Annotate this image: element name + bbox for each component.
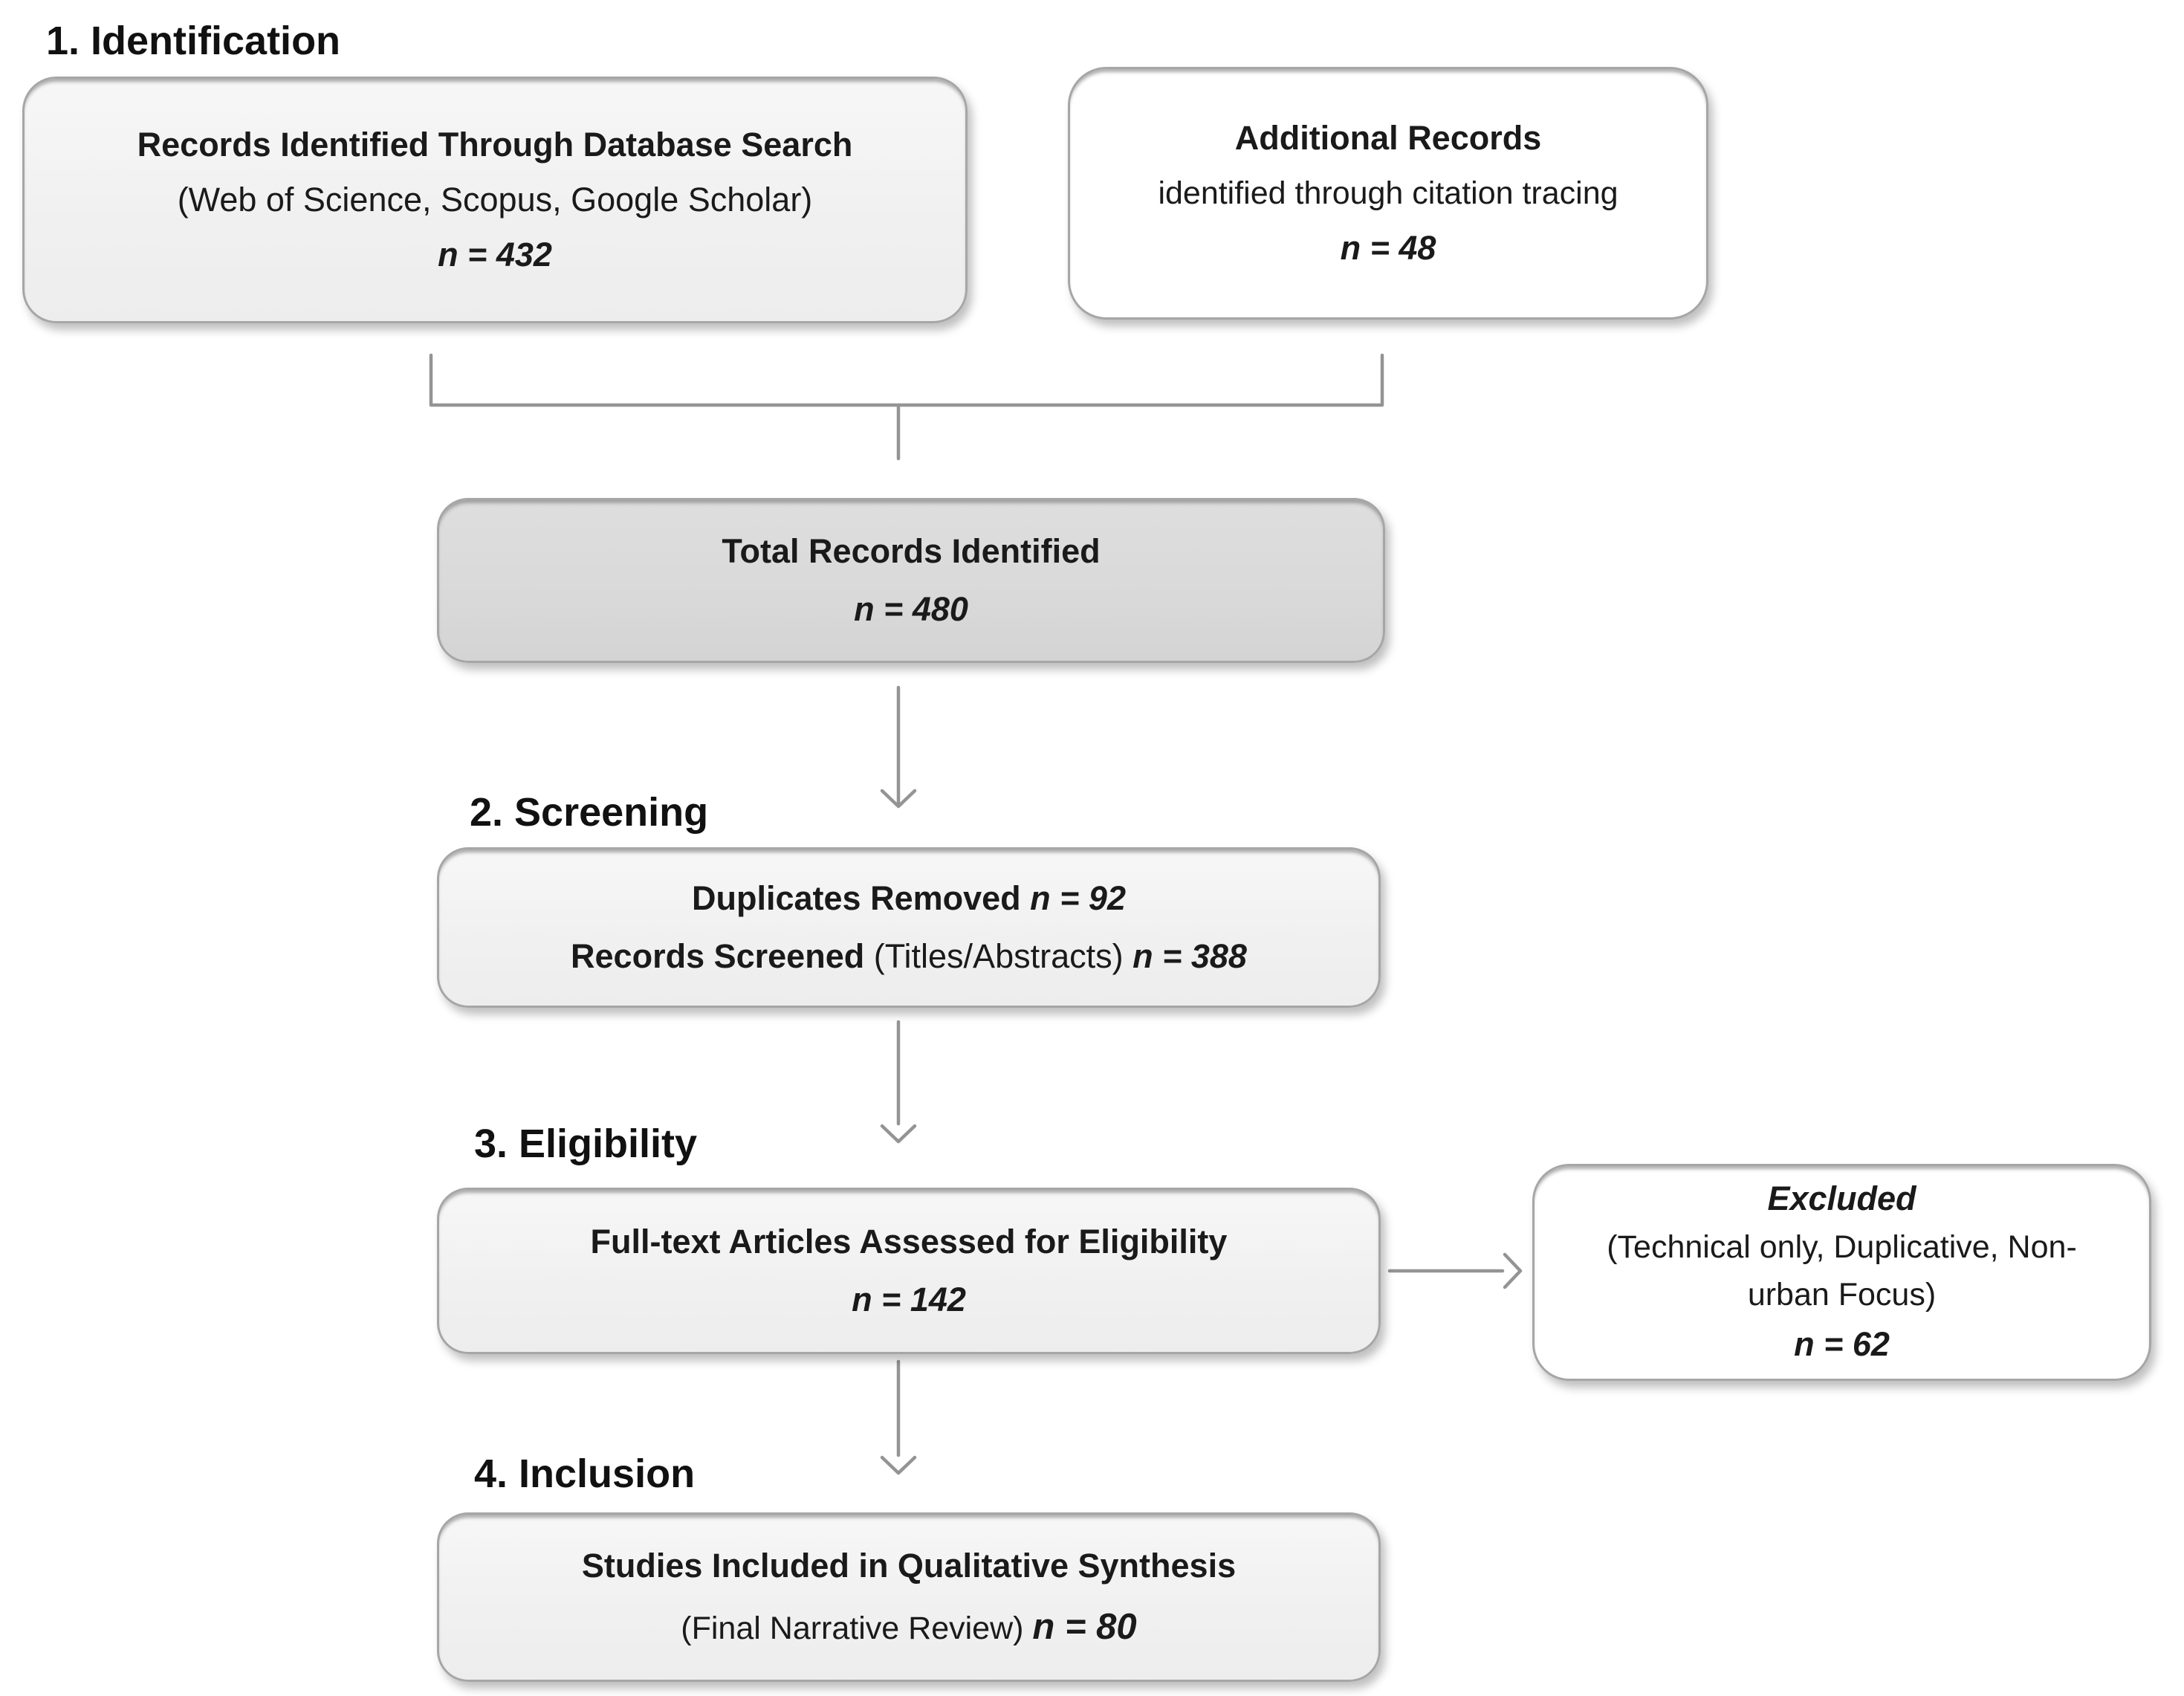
arrowhead-down-icon xyxy=(880,1455,917,1475)
box-database-search-count: n = 432 xyxy=(438,236,552,274)
section-label-inclusion: 4. Inclusion xyxy=(474,1451,696,1496)
screening-records-detail: (Titles/Abstracts) xyxy=(873,937,1133,975)
box-additional-records: Additional Records identified through ci… xyxy=(1068,67,1708,320)
box-inclusion-line2: (Final Narrative Review) n = 80 xyxy=(681,1596,1136,1659)
box-excluded: Excluded (Technical only, Duplicative, N… xyxy=(1532,1164,2151,1381)
box-inclusion: Studies Included in Qualitative Synthesi… xyxy=(437,1512,1381,1682)
section-label-screening: 2. Screening xyxy=(470,790,709,835)
section-label-eligibility: 3. Eligibility xyxy=(474,1122,698,1166)
arrowhead-down-icon xyxy=(880,1124,917,1144)
inclusion-review-label: (Final Narrative Review) xyxy=(681,1611,1033,1646)
screening-records-count: n = 388 xyxy=(1132,937,1247,975)
section-label-identification: 1. Identification xyxy=(46,19,341,63)
box-additional-records-subtitle: identified through citation tracing xyxy=(1158,175,1618,211)
screening-records-label: Records Screened xyxy=(571,937,874,975)
box-database-search: Records Identified Through Database Sear… xyxy=(22,77,968,323)
merge-bracket-connector xyxy=(429,353,1384,407)
box-total-records: Total Records Identified n = 480 xyxy=(437,498,1385,663)
box-eligibility-title: Full-text Articles Assessed for Eligibil… xyxy=(590,1223,1228,1260)
box-excluded-subtitle: (Technical only, Duplicative, Non-urban … xyxy=(1607,1229,2077,1313)
box-eligibility: Full-text Articles Assessed for Eligibil… xyxy=(437,1188,1381,1354)
screening-duplicates-label: Duplicates Removed xyxy=(692,879,1031,917)
arrowhead-right-icon xyxy=(1503,1252,1523,1289)
screening-duplicates-count: n = 92 xyxy=(1030,879,1126,917)
inclusion-count: n = 80 xyxy=(1032,1607,1137,1647)
box-additional-records-count: n = 48 xyxy=(1340,229,1436,267)
box-additional-records-title: Additional Records xyxy=(1234,119,1542,157)
box-inclusion-title: Studies Included in Qualitative Synthesi… xyxy=(581,1547,1237,1585)
box-eligibility-count: n = 142 xyxy=(852,1281,966,1318)
box-screening-line1: Duplicates Removed n = 92 xyxy=(692,870,1126,928)
box-excluded-title: Excluded xyxy=(1767,1179,1916,1217)
box-database-search-title: Records Identified Through Database Sear… xyxy=(137,126,853,164)
box-total-records-title: Total Records Identified xyxy=(722,532,1101,570)
box-total-records-count: n = 480 xyxy=(854,590,968,628)
box-database-search-subtitle: (Web of Science, Scopus, Google Scholar) xyxy=(177,181,813,219)
arrowhead-down-icon xyxy=(880,789,917,809)
box-screening-line2: Records Screened (Titles/Abstracts) n = … xyxy=(571,928,1247,985)
box-excluded-count: n = 62 xyxy=(1794,1325,1890,1363)
box-screening: Duplicates Removed n = 92 Records Screen… xyxy=(437,847,1381,1008)
